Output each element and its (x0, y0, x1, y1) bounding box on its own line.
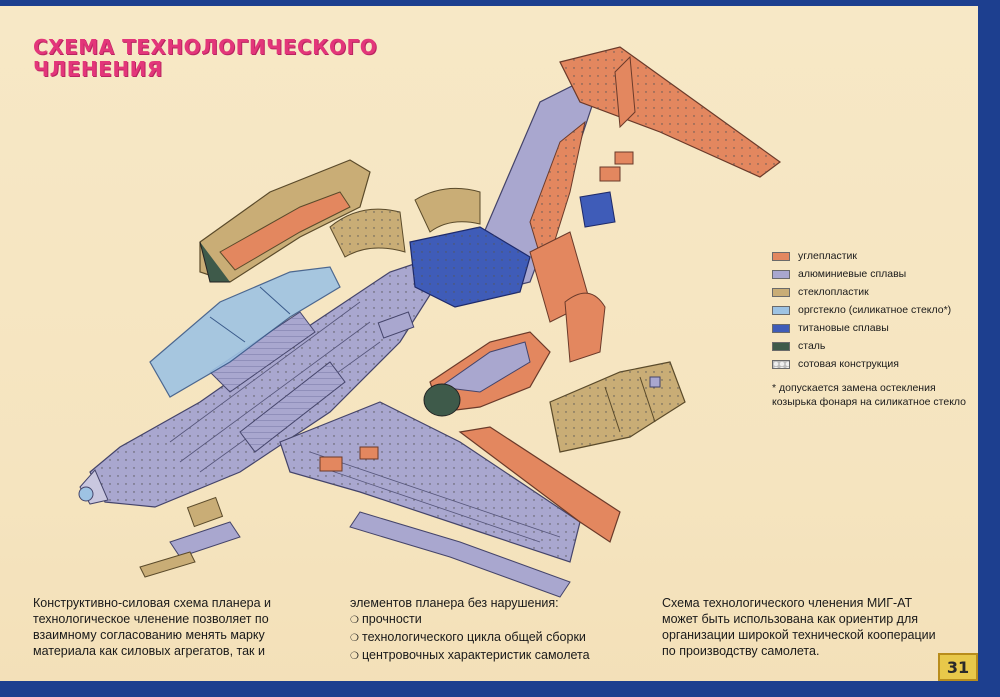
title-line-1: СХЕМА ТЕХНОЛОГИЧЕСКОГО (33, 35, 378, 59)
legend-item-steel: сталь (772, 337, 982, 355)
airframe-diagram (78, 46, 782, 598)
vertical-tail (479, 81, 596, 293)
cockpit-structure (209, 311, 346, 453)
list-item: технологического цикла общей сборки (350, 629, 640, 647)
page-frame-bottom (0, 681, 1000, 697)
legend-swatch (772, 269, 790, 279)
legend-item-plexiglass: оргстекло (силикатное стекло*) (772, 301, 982, 319)
legend-label: сталь (798, 340, 826, 352)
hatch-panels (329, 187, 481, 258)
text-column-3: Схема технологического членения МИГ-АТ м… (662, 596, 936, 658)
title-line-2: ЧЛЕНЕНИЯ (33, 57, 163, 81)
legend-item-honeycomb: сотовая конструкция (772, 355, 982, 373)
leading-edge (349, 511, 571, 598)
legend-label: сотовая конструкция (798, 358, 899, 370)
page-number: 31 (938, 653, 978, 681)
legend-label: оргстекло (силикатное стекло*) (798, 304, 952, 316)
legend-label: стеклопластик (798, 286, 869, 298)
list-item: прочности (350, 611, 640, 629)
legend-swatch (772, 287, 790, 297)
legend-item-carbon: углепластик (772, 247, 982, 265)
legend-item-titanium: титановые сплавы (772, 319, 982, 337)
engine-nacelle (423, 331, 551, 417)
legend-label: титановые сплавы (798, 322, 889, 334)
list-item: центровочных характеристик самолета (350, 647, 640, 665)
legend-label: углепластик (798, 250, 857, 262)
horizontal-stabilizer (559, 46, 782, 178)
page-frame-right (978, 6, 1000, 697)
text-column-1: Конструктивно-силовая схема планера и те… (33, 596, 272, 658)
legend-swatch (772, 305, 790, 315)
text-column-2: элементов планера без нарушения: прочнос… (350, 595, 640, 665)
legend-swatch (772, 341, 790, 351)
requirements-list: прочности технологического цикла общей с… (350, 611, 640, 665)
canopy-frame (199, 159, 371, 283)
titanium-section (409, 191, 616, 308)
legend-note: * допускается замена остекления козырька… (772, 382, 967, 408)
fuselage (78, 261, 436, 508)
legend-item-aluminium: алюминиевые сплавы (772, 265, 982, 283)
material-legend: углепластик алюминиевые сплавы стеклопла… (772, 247, 982, 409)
legend-item-fiberglass: стеклопластик (772, 283, 982, 301)
engine-cowling (549, 361, 686, 453)
page-title: СХЕМА ТЕХНОЛОГИЧЕСКОГО ЧЛЕНЕНИЯ (33, 36, 377, 80)
legend-label: алюминиевые сплавы (798, 268, 907, 280)
main-wing (279, 401, 581, 563)
legend-swatch (772, 323, 790, 333)
wing-flap (458, 426, 621, 543)
legend-swatch (772, 359, 790, 369)
text-column-2-intro: элементов планера без нарушения: (350, 596, 559, 610)
canopy (149, 266, 341, 398)
rear-frames (529, 231, 606, 363)
small-parts (139, 151, 661, 578)
legend-swatch (772, 251, 790, 261)
